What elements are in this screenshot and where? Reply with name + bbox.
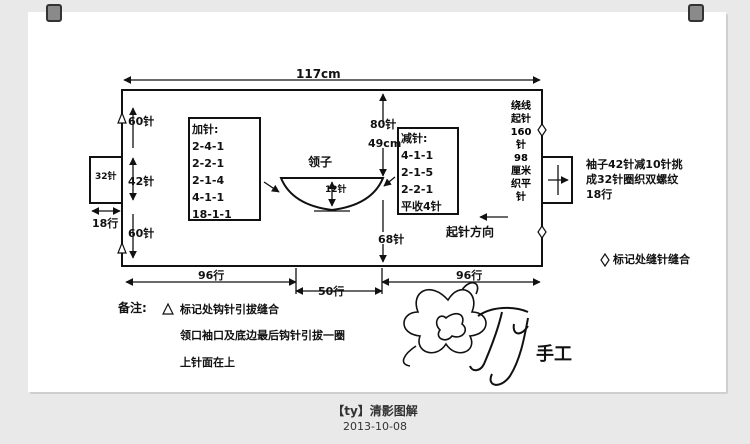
cast-on-note: 绕线 起针 160 针98 厘米 织平 针 — [510, 100, 532, 204]
bottom-right-label: 96行 — [456, 269, 483, 282]
binder-clip-left-icon — [46, 4, 62, 22]
cast-on-note-line: 绕线 — [511, 101, 531, 112]
footer-title: 【ty】清影图解 — [332, 404, 418, 418]
increase-instructions: 加针: 2-4-1 2-2-1 2-1-4 4-1-1 18-1-1 — [192, 121, 232, 223]
increase-line: 18-1-1 — [192, 208, 232, 221]
marker-triangle-icon — [117, 241, 127, 254]
cast-on-note-line: 针98 — [514, 140, 528, 164]
binder-clip-right-icon — [688, 4, 704, 22]
increase-line: 加针: — [192, 123, 219, 136]
sleeve-note-line: 18行 — [586, 188, 613, 201]
footer-date: 2013-10-08 — [343, 420, 407, 433]
marker-diamond-icon — [537, 122, 547, 138]
cast-on-note-line: 织平 — [511, 179, 531, 190]
increase-box — [188, 117, 261, 221]
sleeve-left-rows-label: 18行 — [92, 217, 119, 230]
center-cm-label: 49cm — [368, 137, 402, 150]
center-lower-label: 68针 — [378, 233, 405, 246]
notes-title: 备注: — [118, 301, 147, 315]
collar-label: 领子 — [308, 155, 333, 169]
decrease-line: 2-1-5 — [401, 166, 434, 179]
collar-shape — [279, 177, 385, 212]
marker-triangle-icon — [117, 111, 127, 124]
bottom-middle-label: 50行 — [318, 285, 345, 298]
top-width-label: 117cm — [296, 67, 341, 81]
decrease-line: 减针: — [401, 132, 428, 145]
decrease-line: 4-1-1 — [401, 149, 434, 162]
notes-line-3: 上针面在上 — [180, 356, 235, 369]
decrease-line: 2-2-1 — [401, 183, 434, 196]
marker-diamond-icon — [537, 224, 547, 240]
increase-line: 4-1-1 — [192, 191, 225, 204]
left-middle-label: 42针 — [128, 175, 155, 188]
cast-on-note-line: 160 — [510, 127, 532, 138]
increase-line: 2-4-1 — [192, 140, 225, 153]
marker-legend-label: 标记处缝针缝合 — [613, 253, 690, 266]
flower-logo-icon — [402, 282, 487, 367]
decrease-line: 平收4针 — [401, 200, 442, 213]
cast-on-note-line: 针 — [516, 192, 526, 203]
decrease-box — [397, 127, 459, 215]
ty-signature-icon — [469, 306, 529, 386]
sleeve-left-label: 32针 — [95, 172, 117, 182]
logo-text: 手工 — [536, 344, 572, 365]
bottom-left-label: 96行 — [198, 269, 225, 282]
start-direction-label: 起针方向 — [446, 225, 495, 239]
left-upper-label: 60针 — [128, 115, 155, 128]
sleeve-left — [89, 156, 123, 204]
sleeve-right-note: 袖子42针减10针挑 成32针圈织双螺纹 18行 — [586, 157, 683, 202]
left-lower-label: 60针 — [128, 227, 155, 240]
legend-diamond-icon — [600, 252, 610, 268]
notes-line-1: 标记处钩针引拔缝合 — [180, 303, 279, 316]
sleeve-note-line: 成32针圈织双螺纹 — [586, 173, 679, 186]
decrease-instructions: 减针: 4-1-1 2-1-5 2-2-1 平收4针 — [401, 130, 442, 215]
sleeve-note-line: 袖子42针减10针挑 — [586, 158, 683, 171]
cast-on-note-line: 厘米 — [511, 166, 531, 177]
pattern-sheet — [28, 12, 726, 392]
increase-line: 2-1-4 — [192, 174, 225, 187]
center-upper-label: 80针 — [370, 118, 397, 131]
cast-on-note-line: 起针 — [511, 114, 531, 125]
sleeve-right — [541, 156, 573, 204]
notes-line-2: 领口袖口及底边最后钩针引拔一圈 — [180, 329, 345, 342]
increase-line: 2-2-1 — [192, 157, 225, 170]
legend-triangle-icon — [162, 302, 174, 315]
collar-rows-label: 12针 — [325, 185, 347, 195]
